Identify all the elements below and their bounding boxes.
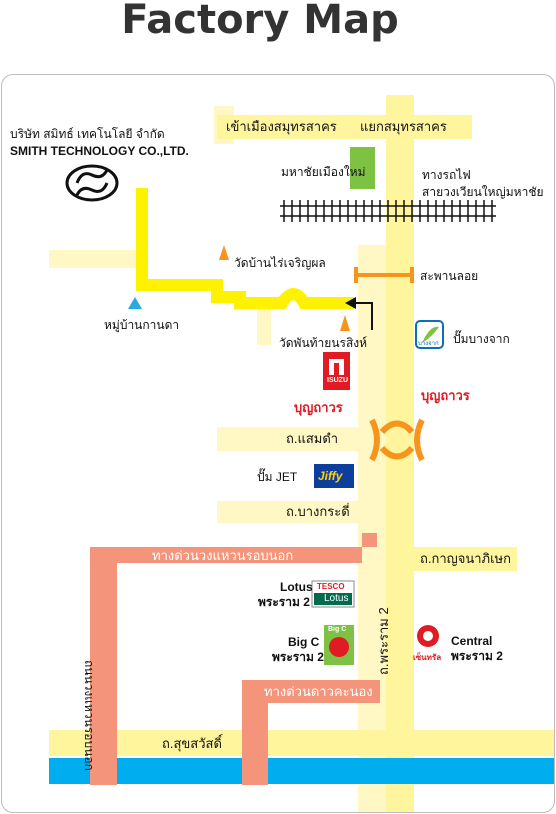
label-lotus-2: พระราม 2 — [258, 595, 310, 609]
label-lotus-1: Lotus — [280, 580, 313, 594]
label-bigc-2: พระราม 2 — [272, 650, 324, 664]
road-bang-kradi — [217, 501, 362, 523]
smith-logo-icon — [65, 164, 119, 202]
mahachai-green-area — [350, 147, 375, 189]
road-rama2-left-lane — [358, 245, 386, 812]
label-dao-khanong-expressway: ทางด่วนดาวคะนอง — [264, 684, 373, 699]
expressway-outer-ring — [90, 533, 377, 785]
tesco-lotus-logo-icon — [311, 580, 355, 608]
interchange-top — [379, 420, 415, 435]
road-upper-left-horizontal — [49, 250, 137, 268]
company-name-en: SMITH TECHNOLOGY CO.,LTD. — [10, 144, 189, 158]
interchange-left — [369, 418, 380, 462]
isuzu-text: ISUZU — [327, 377, 348, 384]
bunthavorn-right: บุญถาวร — [421, 388, 470, 403]
temple-phan-thai-icon — [340, 315, 350, 331]
railway-ties — [283, 200, 493, 222]
bangchak-logo-icon — [415, 320, 444, 349]
page-title: Factory Map — [121, 0, 399, 43]
jiffy-text: Jiffy — [318, 469, 343, 483]
route-arrow-head — [345, 297, 356, 309]
label-railway-2: สายวงเวียนใหญ่มหาชัย — [422, 185, 544, 199]
tesco-text: TESCO — [317, 582, 345, 591]
label-wat-phan-thai: วัดพันท้ายนรสิงห์ — [279, 336, 368, 350]
tesco-lotus-text: Lotus — [324, 593, 349, 604]
label-jet-pump: ปั๊ม JET — [257, 470, 298, 484]
label-floating-bridge: สะพานลอย — [420, 269, 479, 283]
label-central-2: พระราม 2 — [451, 649, 503, 663]
label-mahachai-muang-mai: มหาชัยเมืองใหม่ — [281, 165, 366, 179]
bigc-logo-icon — [324, 625, 354, 665]
central-logo-icon — [417, 625, 439, 647]
bigc-text: Big C — [328, 626, 347, 633]
label-outer-ring-expressway: ทางด่วนวงแหวนรอบนอก — [152, 548, 294, 563]
road-samut-sakhon-right — [357, 115, 472, 139]
company-route — [136, 188, 354, 309]
river — [49, 758, 554, 784]
road-to-wat-phan-thai — [257, 300, 271, 345]
company-name-th: บริษัท สมิทธ์ เทคโนโลยี จำกัด — [10, 127, 165, 141]
label-bang-kradi: ถ.บางกระดี่ — [286, 504, 350, 519]
map-canvas — [49, 95, 554, 812]
label-railway-1: ทางรถไฟ — [422, 168, 471, 182]
interchange-bottom — [379, 445, 415, 460]
label-bangchak-pump: ปั๊มบางจาก — [453, 332, 510, 346]
label-rama2: ถ.พระราม 2 — [376, 607, 391, 675]
road-suksawat — [49, 730, 554, 756]
road-saeng-dam — [217, 427, 362, 451]
bunthavorn-left: บุญถาวร — [294, 400, 343, 415]
jiffy-logo-icon — [314, 464, 354, 488]
label-bigc-1: Big C — [288, 635, 320, 649]
label-central-1: Central — [451, 634, 493, 648]
expressway-dao-khanong — [242, 680, 380, 785]
road-kanchanaphisek — [397, 547, 517, 571]
isuzu-logo-icon — [323, 352, 350, 390]
label-outer-ring-vertical: ถนนวงแหวนรอบนอก — [82, 660, 96, 771]
label-village-kanda: หมู่บ้านกานดา — [104, 318, 180, 332]
interchange-right — [414, 418, 425, 462]
label-to-samut-sakhon: เข้าเมืองสมุทรสาคร — [226, 119, 337, 134]
label-kanchanaphisek: ถ.กาญจนาภิเษก — [420, 551, 511, 566]
label-samut-sakhon-junction: แยกสมุทรสาคร — [360, 119, 447, 134]
floating-bridge — [354, 267, 414, 283]
village-marker-icon — [128, 297, 142, 309]
bangchak-text: บางจาก — [418, 341, 439, 347]
route-arrow — [354, 302, 373, 330]
label-saeng-dam: ถ.แสมดำ — [286, 431, 339, 446]
central-text: เซ็นทรัล — [413, 653, 442, 662]
factory-map: บริษัท สมิทธ์ เทคโนโลยี จำกัด SMITH TECH… — [1, 74, 555, 813]
label-suksawat: ถ.สุขสวัสดิ์ — [162, 736, 222, 751]
label-wat-rai-charoenphon: วัดบ้านไร่เจริญผล — [234, 256, 326, 270]
temple-rai-charoenphon-icon — [219, 245, 229, 260]
